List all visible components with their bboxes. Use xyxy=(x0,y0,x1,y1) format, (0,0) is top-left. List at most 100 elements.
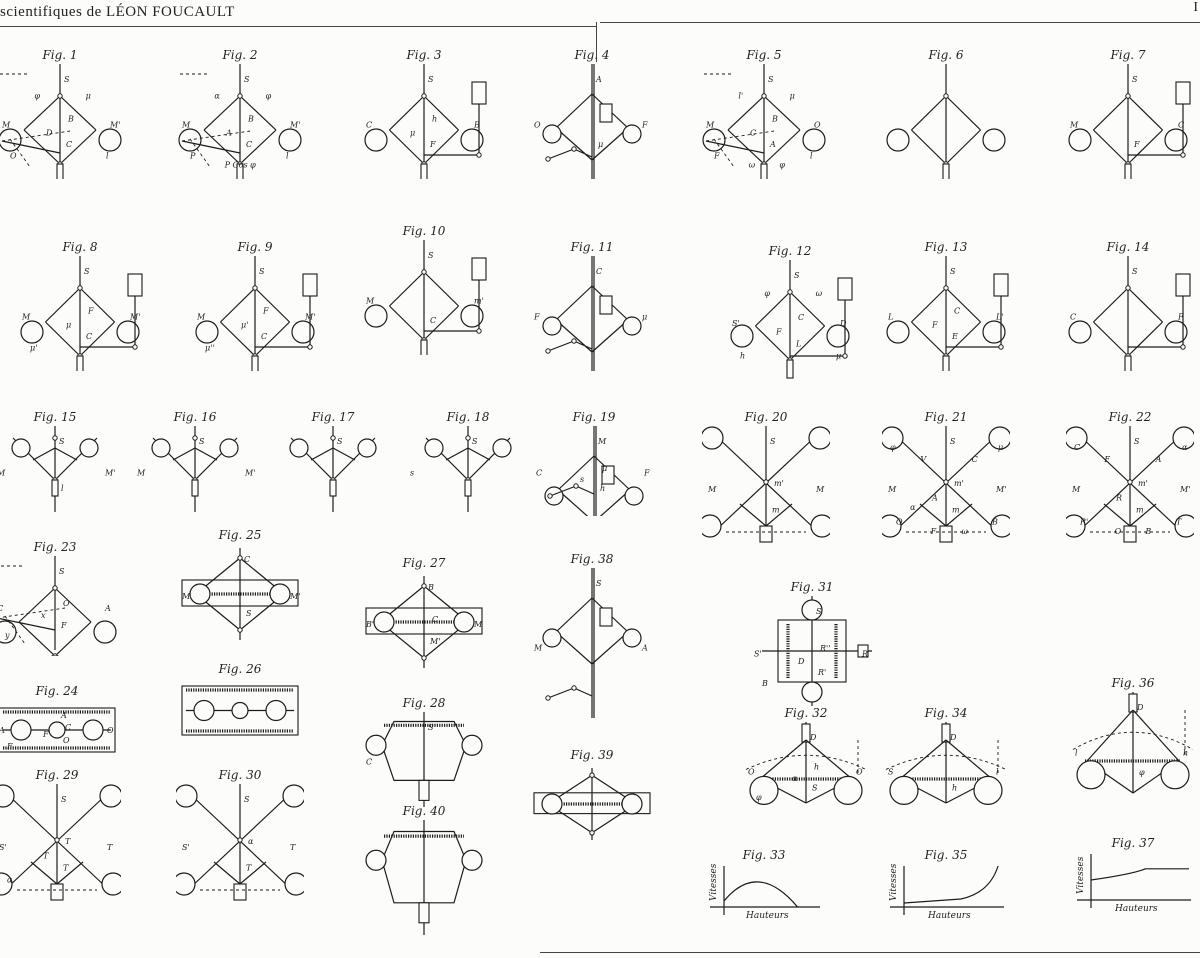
figure-letter: M' xyxy=(129,312,140,321)
figure-letter: B xyxy=(427,583,434,592)
running-header: scientifiques de LÉON FOUCAULT xyxy=(0,4,235,20)
linkage-line xyxy=(599,489,631,516)
fig-38-label: Fig. 38 xyxy=(570,552,614,566)
figure-letter: φ xyxy=(756,793,762,802)
pivot-dot xyxy=(421,655,427,661)
figure-letter: M xyxy=(1,120,11,129)
figure-letter: T xyxy=(107,843,113,852)
fig-35-label: Fig. 35 xyxy=(924,848,968,862)
linkage-line xyxy=(591,127,629,161)
figure-letter: ω xyxy=(961,527,968,536)
linkage-line xyxy=(45,321,81,357)
mass-ball xyxy=(982,128,1006,152)
figure-letter: μ xyxy=(598,140,603,149)
figure-letter: O xyxy=(1115,527,1122,536)
figure-letter: S xyxy=(770,437,776,446)
linkage-line xyxy=(555,285,593,321)
mass-ball xyxy=(882,426,904,450)
pivot-dot xyxy=(547,493,553,499)
linkage-line xyxy=(18,587,56,623)
mass-ball xyxy=(542,124,562,144)
figure-letter: T xyxy=(1176,517,1182,526)
arc-path xyxy=(1072,731,1194,750)
pivot-dot xyxy=(571,685,577,691)
fig-10-label: Fig. 10 xyxy=(402,224,446,238)
figure-letter: φ xyxy=(764,289,770,298)
weight-box xyxy=(942,163,950,179)
mass-ball xyxy=(424,438,444,458)
mass-ball xyxy=(1066,426,1088,450)
figure-letter: R' xyxy=(817,668,826,677)
fig-27-diagram: BB'MM'C xyxy=(365,576,483,668)
linkage-line xyxy=(573,340,593,350)
mass-ball xyxy=(291,320,315,344)
fig-26-diagram xyxy=(181,685,299,736)
mass-ball xyxy=(621,793,643,815)
pivot-dot xyxy=(763,479,769,485)
frame-box xyxy=(0,707,116,753)
figure-letter: C xyxy=(65,723,71,732)
linkage-line xyxy=(213,861,241,885)
mass-ball xyxy=(542,628,562,648)
fig-39-label: Fig. 39 xyxy=(570,748,614,762)
linkage-line xyxy=(389,129,425,165)
figure-letter: M xyxy=(181,592,191,601)
linkage-line xyxy=(79,287,115,323)
linkage-line xyxy=(1093,287,1129,323)
linkage-line xyxy=(79,321,115,357)
figure-letter: M xyxy=(365,296,375,305)
fig-8-label: Fig. 8 xyxy=(62,240,98,254)
mass-ball xyxy=(1076,760,1106,790)
pivot-dot xyxy=(237,837,243,843)
mass-ball xyxy=(622,628,642,648)
mass-ball xyxy=(492,438,512,458)
figure-letter: O xyxy=(63,599,70,608)
figure-letter: C xyxy=(954,307,960,316)
pivot-dot xyxy=(54,837,60,843)
figure-letter: α xyxy=(910,503,916,512)
weight-box xyxy=(993,273,1009,297)
figure-letter: B xyxy=(1144,527,1151,536)
figure-letter: μ' xyxy=(30,343,37,352)
mass-ball xyxy=(219,438,239,458)
linkage-line xyxy=(547,148,575,160)
figure-letter: M xyxy=(597,437,607,446)
pivot-dot xyxy=(545,695,551,701)
figure-letter: A xyxy=(641,644,648,653)
linkage-line xyxy=(727,129,765,165)
linkage-line xyxy=(220,321,256,357)
figure-letter: M xyxy=(21,312,31,321)
pivot-dot xyxy=(545,348,551,354)
mass-ball xyxy=(453,611,475,633)
mass-ball xyxy=(10,719,32,741)
figure-letter: F xyxy=(775,327,782,336)
pivot-dot xyxy=(573,483,579,489)
weight-box xyxy=(1175,273,1191,297)
weight-box xyxy=(1124,355,1132,371)
mass-ball xyxy=(93,620,117,644)
linkage-line xyxy=(1127,95,1163,131)
linkage-line xyxy=(547,687,575,699)
figure-letter: C xyxy=(536,469,542,478)
figure-letter: M xyxy=(1069,120,1079,129)
figure-letter: A xyxy=(595,75,602,84)
figure-letter: S xyxy=(428,723,434,732)
figure-letter: F xyxy=(1177,312,1184,321)
mass-ball xyxy=(1160,760,1190,790)
figure-letter: B xyxy=(761,679,768,688)
figure-letter: O xyxy=(10,151,17,160)
linkage-line xyxy=(945,129,981,165)
mass-ball xyxy=(79,438,99,458)
linkage-line xyxy=(194,447,218,461)
mass-ball xyxy=(749,775,779,806)
weight-box xyxy=(801,723,811,743)
figure-letter: B xyxy=(771,115,778,124)
fig-22-label: Fig. 22 xyxy=(1108,410,1152,424)
figure-letter: M xyxy=(707,485,717,494)
linkage-line xyxy=(945,321,981,357)
figure-letter: T xyxy=(290,843,296,852)
